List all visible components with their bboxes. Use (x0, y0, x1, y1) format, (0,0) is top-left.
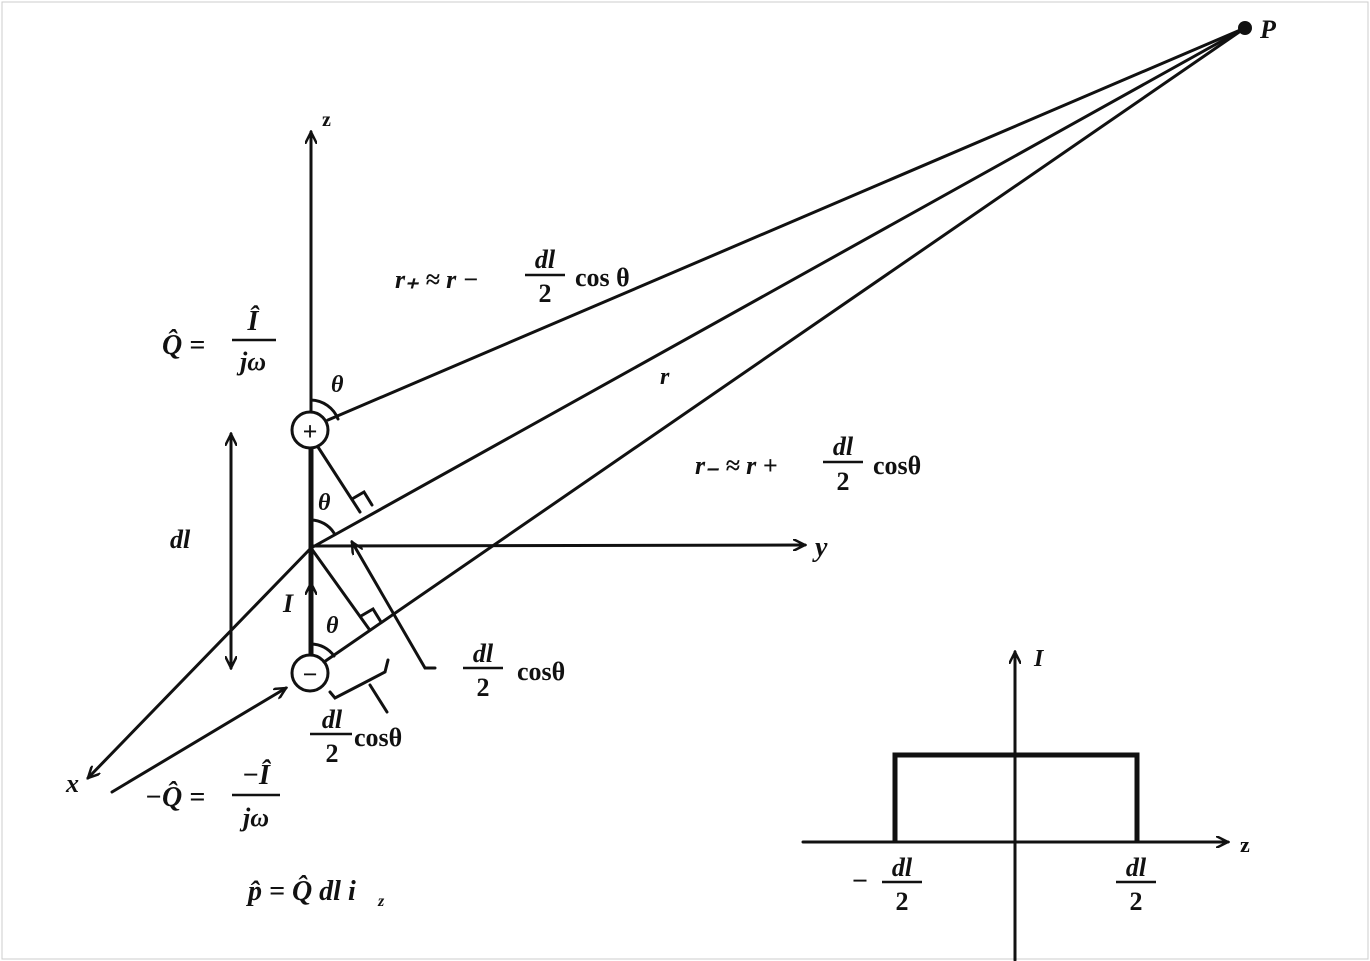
frac-den: 2 (326, 739, 339, 768)
r-minus-lhs: r₋ ≈ r + (695, 451, 778, 480)
theta-label-mid: θ (318, 490, 331, 516)
inset-frac-den: 2 (896, 887, 909, 916)
ray-r-minus (322, 26, 1247, 664)
frac-num: dl (473, 639, 494, 668)
leader-lower-projection (368, 683, 389, 714)
x-axis (88, 546, 313, 778)
plus-sign: + (303, 417, 318, 446)
negq-lhs: −Q̂ = (145, 781, 205, 813)
theta-arc-bottom (309, 642, 336, 658)
lower-projection-label: dl 2 cosθ (310, 705, 402, 768)
right-angle-upper (350, 489, 374, 507)
cos-label: cosθ (517, 657, 565, 686)
minus-sign: − (303, 660, 318, 689)
inset-neg-sign: − (852, 866, 868, 897)
inset-i-label: I (1033, 646, 1045, 672)
frac-den: 2 (539, 279, 552, 308)
perpendicular-upper (316, 445, 362, 514)
r-minus-equation: r₋ ≈ r + dl 2 cosθ (695, 432, 921, 496)
y-axis-label: y (812, 532, 828, 563)
dipole-moment-equation: p̂ = Q̂ dl i z (246, 875, 385, 910)
point-p-label: P (1259, 15, 1277, 44)
r-label: r (660, 364, 670, 390)
negative-charge (290, 653, 330, 693)
positive-charge (290, 410, 330, 450)
dipole-sub: z (377, 893, 385, 910)
theta-arc-top (309, 398, 340, 421)
frac-num: dl (833, 432, 854, 461)
inset-frac-num: dl (1126, 853, 1147, 882)
cos-label: cos θ (575, 263, 630, 292)
negq-num: −Î (242, 760, 272, 791)
frac-num: dl (322, 705, 343, 734)
q-num: Î (247, 306, 261, 337)
negative-charge-pointer (110, 686, 286, 794)
y-axis (309, 545, 805, 546)
dl-label: dl (170, 525, 191, 554)
r-plus-lhs: r₊ ≈ r − (395, 265, 478, 294)
negative-charge-equation: −Q̂ = −Î jω (145, 760, 280, 832)
theta-label-top: θ (331, 372, 344, 398)
ray-r (309, 26, 1247, 550)
current-label: I (282, 589, 294, 618)
frac-den: 2 (837, 467, 850, 496)
cos-label: cosθ (873, 451, 921, 480)
theta-arc-mid (309, 518, 336, 535)
inset-z-label: z (1240, 832, 1250, 857)
charge-equation: Q̂ = Î jω (162, 306, 276, 376)
leader-upper-projection (350, 542, 437, 670)
upper-projection-label: dl 2 cosθ (463, 639, 565, 702)
right-angle-lower (359, 606, 383, 624)
dipole-text: p̂ = Q̂ dl i (246, 875, 356, 907)
inset-frac-den: 2 (1130, 887, 1143, 916)
frac-num: dl (535, 245, 556, 274)
projection-bracket (328, 658, 390, 700)
q-den: jω (236, 347, 266, 376)
current-pulse (892, 752, 1140, 842)
current-distribution-inset: z I − dl 2 dl 2 (801, 646, 1250, 961)
inset-frac-num: dl (892, 853, 913, 882)
z-axis-label: z (322, 109, 331, 131)
theta-label-bottom: θ (326, 613, 339, 639)
frac-den: 2 (477, 673, 490, 702)
perpendicular-lower (309, 546, 371, 631)
r-plus-equation: r₊ ≈ r − dl 2 cos θ (395, 245, 630, 308)
q-lhs: Q̂ = (162, 329, 205, 361)
x-axis-label: x (65, 769, 79, 798)
negq-den: jω (239, 803, 269, 832)
ray-r-plus (326, 26, 1247, 422)
cos-label: cosθ (354, 723, 402, 752)
